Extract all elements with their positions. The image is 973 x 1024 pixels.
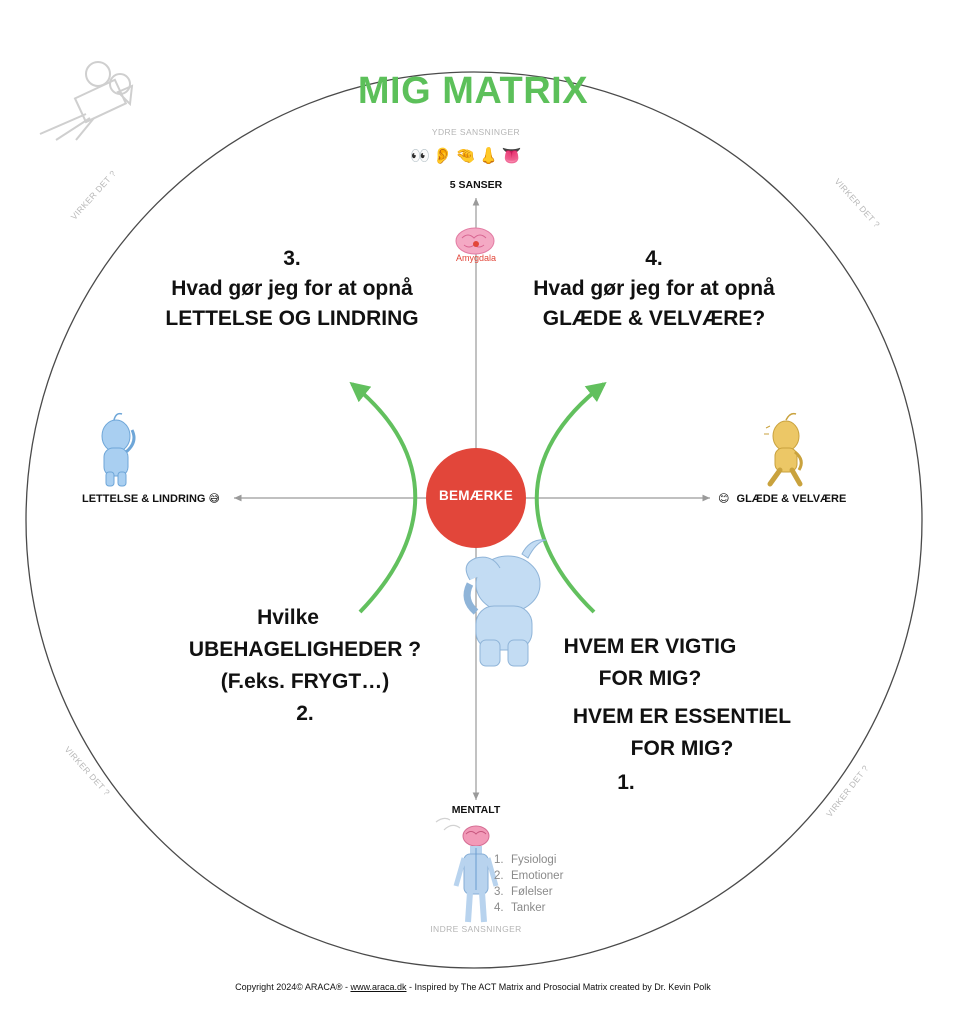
relief-emoji-icon: 😅	[208, 492, 220, 505]
quadrant-3: 3. Hvad gør jeg for at opnå LETTELSE OG …	[122, 244, 462, 334]
thinking-figure	[463, 539, 547, 667]
list-item: 1.Fysiologi	[494, 854, 557, 866]
list-item: 4.Tanker	[494, 902, 546, 914]
quadrant-3-number: 3.	[283, 247, 301, 270]
right-yellow-figure	[764, 412, 803, 487]
footer-copyright: Copyright 2024© ARACA® - www.araca.dk - …	[0, 982, 946, 992]
quadrant-4: 4. Hvad gør jeg for at opnå GLÆDE & VELV…	[484, 244, 824, 334]
footer-prefix: Copyright 2024© ARACA® -	[235, 982, 351, 992]
quadrant-1-number: 1.	[617, 771, 635, 794]
left-axis-text: LETTELSE & LINDRING	[82, 493, 206, 505]
list-item: 2.Emotioner	[494, 870, 564, 882]
outer-circle	[25, 71, 923, 969]
quadrant-1-line3: HVEM ER ESSENTIEL	[572, 705, 792, 728]
tongue-icon: 👅	[501, 146, 525, 165]
right-axis-text: GLÆDE & VELVÆRE	[736, 493, 847, 505]
inner-senses-label: INDRE SANSNINGER	[430, 924, 522, 934]
center-circle	[426, 448, 526, 548]
right-axis-label: 😊 GLÆDE & VELVÆRE	[718, 492, 846, 505]
eyes-icon: 👀	[410, 146, 433, 165]
five-senses-label: 5 SANSER	[449, 179, 503, 191]
quadrant-4-line2: GLÆDE & VELVÆRE?	[542, 307, 766, 330]
green-arrow-right	[534, 381, 607, 614]
quadrant-2-line1: Hvilke	[257, 606, 319, 629]
outer-senses-label: YDRE SANSNINGER	[431, 127, 521, 137]
green-arrow-left	[349, 381, 418, 614]
quadrant-1-who-essential: HVEM ER ESSENTIEL FOR MIG?	[556, 701, 808, 765]
nose-icon: 👃	[478, 146, 502, 165]
quadrant-1-who-important: HVEM ER VIGTIG FOR MIG?	[550, 631, 750, 695]
quadrant-3-line1: Hvad gør jeg for at opnå	[171, 277, 413, 300]
quadrant-4-line1: Hvad gør jeg for at opnå	[533, 277, 775, 300]
quadrant-2-line3: (F.eks. FRYGT…)	[220, 670, 390, 693]
quadrant-3-line2: LETTELSE OG LINDRING	[165, 307, 419, 330]
quadrant-1-line1: HVEM ER VIGTIG	[563, 635, 737, 658]
hand-icon: 🤏	[455, 146, 479, 165]
center-label: BEMÆRKE	[438, 488, 514, 503]
quadrant-2: Hvilke UBEHAGELIGHEDER ? (F.eks. FRYGT…)…	[150, 602, 460, 730]
quadrant-4-number: 4.	[645, 247, 663, 270]
left-blue-figure	[101, 412, 136, 487]
body-anatomy-icon	[435, 817, 499, 923]
quadrant-2-number: 2.	[296, 702, 314, 725]
page-title: MIG MATRIX	[357, 70, 589, 112]
footer-suffix: - Inspired by The ACT Matrix and Prosoci…	[406, 982, 711, 992]
sense-icons-row: 👀👂🤏👃👅	[410, 146, 540, 165]
mental-label: MENTALT	[451, 804, 501, 816]
left-axis-label: LETTELSE & LINDRING 😅	[82, 492, 220, 505]
quadrant-1-line4: FOR MIG?	[630, 737, 734, 760]
footer-link[interactable]: www.araca.dk	[350, 982, 407, 992]
quadrant-1-line2: FOR MIG?	[598, 667, 702, 690]
quadrant-2-line2: UBEHAGELIGHEDER ?	[188, 638, 422, 661]
camera-icon	[39, 61, 134, 141]
ear-icon: 👂	[432, 146, 456, 165]
list-item: 3.Følelser	[494, 886, 553, 898]
joy-emoji-icon: 😊	[718, 492, 730, 505]
inner-senses-list: 1.Fysiologi 2.Emotioner 3.Følelser 4.Tan…	[494, 852, 563, 916]
amygdala-brain-icon	[455, 227, 495, 255]
amygdala-label: Amygdala	[455, 253, 497, 263]
